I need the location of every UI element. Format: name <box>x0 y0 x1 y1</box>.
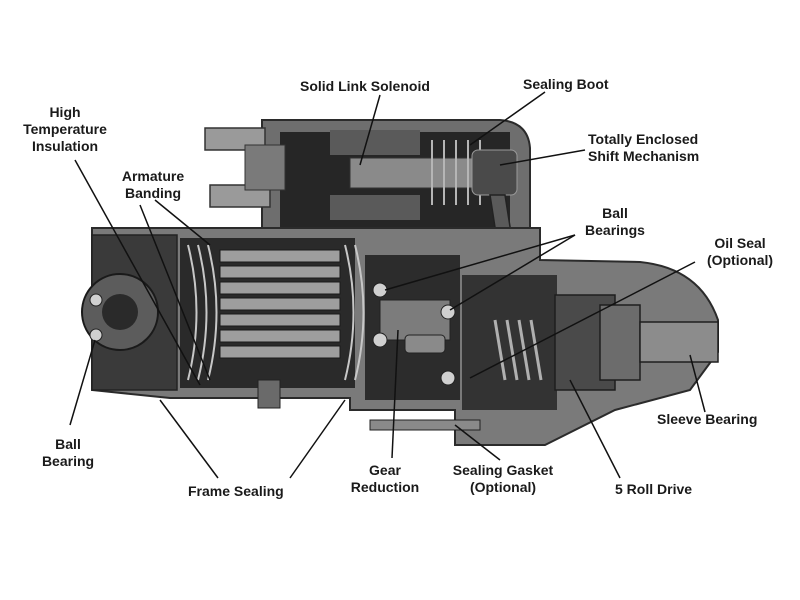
label-line: Bearings <box>585 222 645 238</box>
label-ball-bearings: Ball Bearings <box>570 205 660 239</box>
label-line: Banding <box>125 185 181 201</box>
label-armature-banding: Armature Banding <box>113 168 193 202</box>
label-sleeve-bearing: Sleeve Bearing <box>657 411 758 427</box>
label-line: Gear <box>369 462 401 478</box>
label-totally-enclosed-shift-mechanism: Totally Enclosed Shift Mechanism <box>588 131 699 165</box>
armature-windings <box>219 249 341 359</box>
label-oil-seal: Oil Seal (Optional) <box>698 235 782 269</box>
label-line: Sealing Gasket <box>452 462 554 478</box>
label-solid-link-solenoid: Solid Link Solenoid <box>300 78 430 94</box>
label-line: Insulation <box>31 138 99 154</box>
label-line: Bearing <box>41 453 95 469</box>
label-sealing-boot: Sealing Boot <box>523 76 609 92</box>
label-line: (Optional) <box>706 252 774 268</box>
leader-lines <box>69 91 706 479</box>
label-line: Totally Enclosed <box>588 131 699 147</box>
label-line: Temperature <box>23 121 107 137</box>
label-line: Oil Seal <box>714 235 766 251</box>
label-frame-sealing: Frame Sealing <box>188 483 284 499</box>
label-line: Ball <box>55 436 81 452</box>
label-sealing-gasket: Sealing Gasket (Optional) <box>438 462 568 496</box>
motor-housing <box>81 227 719 446</box>
label-gear-reduction: Gear Reduction <box>340 462 430 496</box>
label-line: Reduction <box>350 479 420 495</box>
solenoid-assembly <box>204 119 531 293</box>
label-line: (Optional) <box>469 479 537 495</box>
label-line: Shift Mechanism <box>588 148 700 164</box>
label-5-roll-drive: 5 Roll Drive <box>615 481 693 497</box>
label-ball-bearing: Ball Bearing <box>28 436 108 470</box>
label-line: High <box>49 104 81 120</box>
label-high-temperature-insulation: High Temperature Insulation <box>10 104 120 155</box>
label-line: Armature <box>121 168 185 184</box>
label-line: Ball <box>602 205 628 221</box>
